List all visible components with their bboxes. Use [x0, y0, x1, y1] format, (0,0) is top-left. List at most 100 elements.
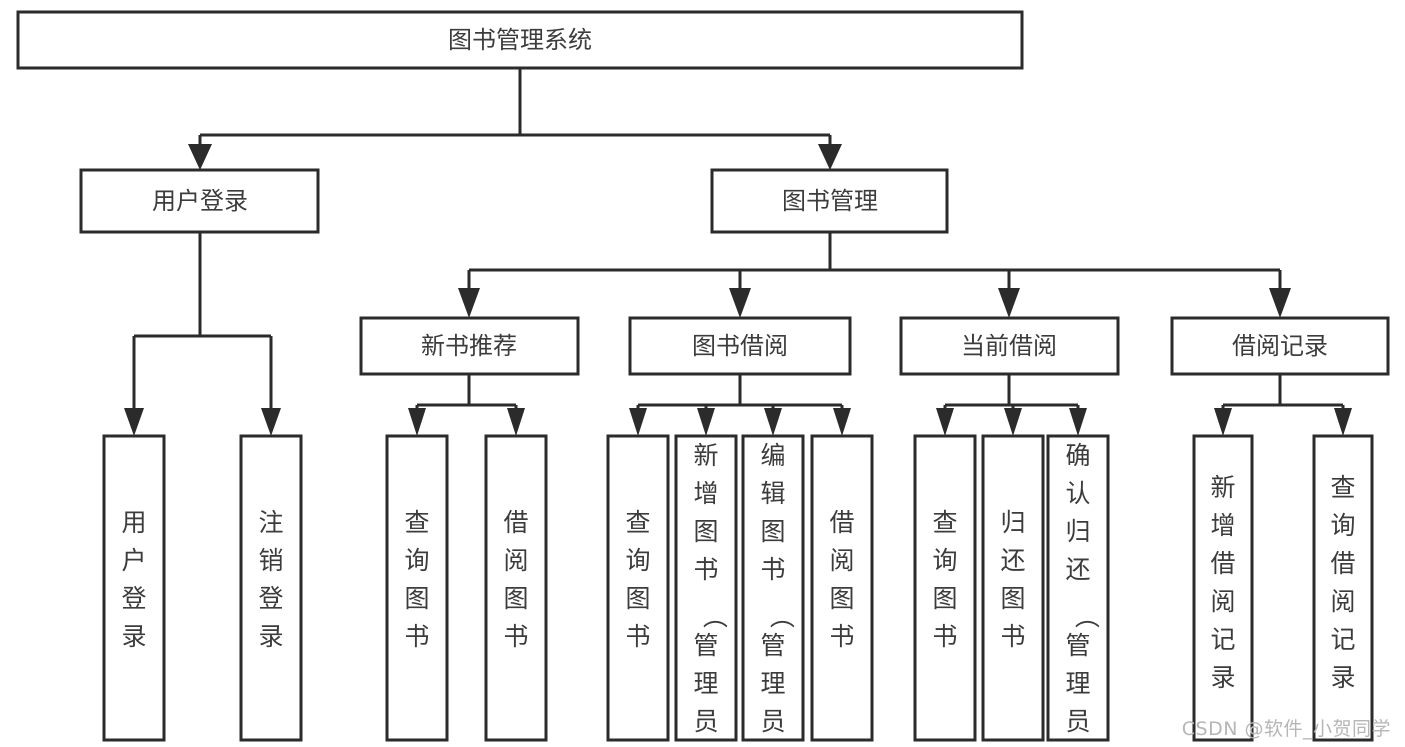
node-new-book-recommend[interactable]: 新书推荐 [359, 316, 580, 376]
node-current-borrow-box[interactable] [899, 316, 1120, 376]
leaf-query-book-rec-glyph: 图 [404, 584, 429, 613]
leaf-query-book-cb-box[interactable] [913, 434, 977, 742]
arrowhead-leaf-confirm-return-admin [1069, 408, 1087, 436]
leaf-edit-book-admin-glyph: （ [767, 603, 796, 628]
leaf-borrow-book-rec-glyph: 图 [503, 584, 528, 613]
leaf-add-borrow-record-glyph: 记 [1210, 625, 1235, 654]
arrowhead-book-manage [818, 144, 842, 170]
arrowhead-leaf-return-book [1004, 408, 1022, 436]
leaf-return-book-glyph: 图 [1000, 584, 1025, 613]
leaf-logout-login-box[interactable] [239, 434, 303, 742]
node-book-borrow[interactable]: 图书借阅 [628, 316, 852, 376]
leaf-query-book-rec-box[interactable] [385, 434, 449, 742]
leaf-confirm-return-admin-glyph: 认 [1065, 479, 1090, 508]
node-user-login[interactable]: 用户登录 [79, 168, 320, 234]
leaf-return-book-box[interactable] [981, 434, 1045, 742]
node-book-manage-box[interactable] [710, 168, 949, 234]
leaf-add-book-admin-glyph: 图 [693, 517, 718, 546]
node-user-login-box[interactable] [79, 168, 320, 234]
connector-layer [124, 68, 1352, 436]
leaf-confirm-return-admin-box[interactable] [1046, 434, 1110, 742]
leaf-query-book-rec-glyph: 查 [404, 508, 429, 537]
leaf-borrow-book-bb-glyph: 书 [829, 622, 854, 651]
leaf-add-borrow-record-glyph: 增 [1210, 511, 1235, 540]
leaf-edit-book-admin-glyph: 辑 [760, 479, 785, 508]
node-root-label: 图书管理系统 [448, 26, 592, 54]
leaf-add-borrow-record-box[interactable] [1192, 434, 1254, 742]
leaf-confirm-return-admin-glyph: 员 [1065, 707, 1090, 736]
leaf-query-book-bb-glyph: 图 [625, 584, 650, 613]
node-borrow-record-box[interactable] [1170, 316, 1390, 376]
leaf-user-login-glyph: 登 [121, 584, 146, 613]
leaf-add-borrow-record-glyph: 借 [1210, 549, 1235, 578]
arrowhead-leaf-borrow-book-bb [833, 408, 851, 436]
node-book-borrow-box[interactable] [628, 316, 852, 376]
leaf-add-book-admin-glyph: 书 [693, 555, 718, 584]
leaf-confirm-return-admin-glyph: 管 [1065, 631, 1090, 660]
leaf-query-borrow-record-box[interactable] [1312, 434, 1374, 742]
leaf-add-book-admin-glyph: 增 [693, 479, 718, 508]
leaf-logout-login-glyph: 注 [258, 508, 283, 537]
arrowhead-leaf-query-book-cb [936, 408, 954, 436]
leaf-user-login-box[interactable] [102, 434, 166, 742]
leaf-add-book-admin-glyph: 管 [693, 631, 718, 660]
leaf-query-book-cb-glyph: 查 [932, 508, 957, 537]
arrowhead-leaf-user-login [124, 408, 144, 436]
leaf-add-book-admin-box[interactable] [674, 434, 738, 742]
node-root[interactable]: 图书管理系统 [16, 10, 1024, 70]
node-new-book-recommend-box[interactable] [359, 316, 580, 376]
leaf-query-book-cb-glyph: 询 [932, 546, 957, 575]
leaf-edit-book-admin-glyph: 书 [760, 555, 785, 584]
leaf-borrow-book-bb-box[interactable] [810, 434, 874, 742]
leaf-query-book-bb-glyph: 查 [625, 508, 650, 537]
arrowhead-user-login [188, 144, 212, 170]
arrowhead-book-borrow [729, 288, 751, 318]
leaf-borrow-book-bb-glyph: 借 [829, 508, 854, 537]
arrowhead-leaf-logout-login [261, 408, 281, 436]
arrowhead-leaf-query-borrow-record [1334, 408, 1352, 436]
leaf-add-book-admin-glyph: 员 [693, 707, 718, 736]
leaf-query-book-rec-glyph: 询 [404, 546, 429, 575]
leaf-borrow-book-rec-glyph: 借 [503, 508, 528, 537]
leaf-edit-book-admin-box[interactable] [741, 434, 805, 742]
leaf-borrow-book-bb-glyph: 图 [829, 584, 854, 613]
leaf-add-borrow-record-glyph: 录 [1210, 663, 1235, 692]
leaf-borrow-book-rec-box[interactable] [484, 434, 548, 742]
leaf-add-borrow-record-glyph: 阅 [1210, 587, 1235, 616]
leaf-label-layer: 用户登录注销登录查询图书借阅图书查询图书新增图书（管理员）编辑图书（管理员）借阅… [121, 441, 1355, 736]
leaf-edit-book-admin-glyph: 理 [760, 669, 785, 698]
node-book-manage[interactable]: 图书管理 [710, 168, 949, 234]
leaf-query-book-cb-glyph: 图 [932, 584, 957, 613]
leaf-query-borrow-record-glyph: 询 [1330, 511, 1355, 540]
leaf-boxes-layer [102, 434, 1374, 742]
node-new-book-recommend-label: 新书推荐 [421, 332, 517, 360]
leaf-query-book-bb-box[interactable] [606, 434, 670, 742]
node-borrow-record[interactable]: 借阅记录 [1170, 316, 1390, 376]
arrowhead-current-borrow [998, 288, 1020, 318]
node-user-login-label: 用户登录 [152, 187, 248, 215]
arrowhead-new-book-recommend [458, 288, 480, 318]
leaf-logout-login-glyph: 录 [258, 622, 283, 651]
arrowhead-borrow-record [1269, 288, 1291, 318]
leaf-user-login-glyph: 录 [121, 622, 146, 651]
node-root-box[interactable] [16, 10, 1024, 70]
leaf-user-login-label: 用户登录 [121, 508, 146, 651]
leaf-edit-book-admin-glyph: 员 [760, 707, 785, 736]
leaf-edit-book-admin-glyph: 管 [760, 631, 785, 660]
leaf-add-book-admin-glyph: 理 [693, 669, 718, 698]
leaf-logout-login-glyph: 登 [258, 584, 283, 613]
leaf-query-book-rec-glyph: 书 [404, 622, 429, 651]
leaf-query-borrow-record-glyph: 阅 [1330, 587, 1355, 616]
arrowhead-leaf-query-book-bb [629, 408, 647, 436]
node-current-borrow[interactable]: 当前借阅 [899, 316, 1120, 376]
leaf-borrow-book-rec-glyph: 书 [503, 622, 528, 651]
